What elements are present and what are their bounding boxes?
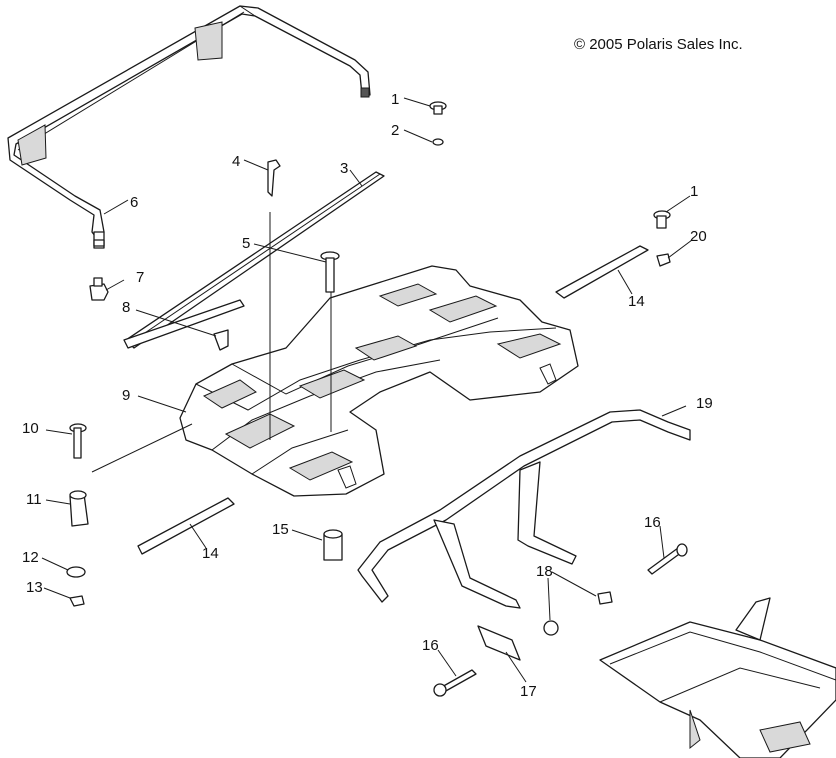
- reference-lines: [91, 212, 332, 473]
- rubber-spacer: [323, 529, 343, 561]
- callout-19: 19: [696, 395, 713, 412]
- copyright-notice: © 2005 Polaris Sales Inc.: [574, 36, 743, 53]
- callout-4: 4: [232, 153, 240, 170]
- long-bolt-right: [647, 543, 688, 575]
- right-bolt-nut: [653, 210, 671, 267]
- vehicle-frame: [599, 597, 836, 758]
- rack-body: [179, 265, 579, 497]
- callout-9: 9: [122, 387, 130, 404]
- callout-7: 7: [136, 269, 144, 286]
- nut-and-spacer: [543, 591, 613, 636]
- callout-10: 10: [22, 420, 39, 437]
- callout-12: 12: [22, 549, 39, 566]
- flange-nut: [89, 277, 109, 301]
- callout-18: 18: [536, 563, 553, 580]
- callout-2: 2: [391, 122, 399, 139]
- callout-15: 15: [272, 521, 289, 538]
- spacer-stack: [66, 423, 89, 607]
- callout-5: 5: [242, 235, 250, 252]
- long-bolt-lower: [433, 669, 477, 697]
- callout-13: 13: [26, 579, 43, 596]
- rack-bracket-right: [555, 245, 649, 299]
- callout-16-right: 16: [644, 514, 661, 531]
- callout-1-right: 1: [690, 183, 698, 200]
- callout-leaders: [41, 97, 693, 683]
- retaining-clip: [267, 159, 281, 197]
- upper-bolt-washer: [429, 101, 447, 146]
- callout-3: 3: [340, 160, 348, 177]
- rack-bolt: [320, 251, 340, 293]
- rack-bracket-left: [137, 497, 235, 555]
- callout-14-right: 14: [628, 293, 645, 310]
- callout-16-lower: 16: [422, 637, 439, 654]
- callout-11: 11: [26, 491, 42, 508]
- callout-20: 20: [690, 228, 707, 245]
- callout-labels: 1 2 4 3 1 20 6 5 7 14 8 9 19 10 11 16 15…: [22, 91, 713, 700]
- callout-1-upper: 1: [391, 91, 399, 108]
- callout-8: 8: [122, 299, 130, 316]
- front-rack-rail: [7, 5, 371, 249]
- callout-6: 6: [130, 194, 138, 211]
- callout-17: 17: [520, 683, 537, 700]
- rear-rack-rail: [357, 409, 691, 609]
- mount-plate: [477, 625, 521, 661]
- strip-clip: [123, 299, 245, 351]
- callout-14-left: 14: [202, 545, 219, 562]
